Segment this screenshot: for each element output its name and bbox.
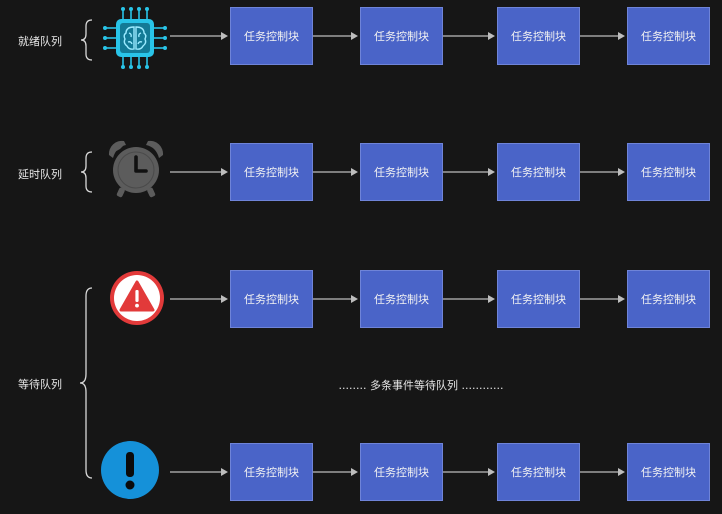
queue-arrow <box>170 168 228 176</box>
queue-arrow <box>443 468 495 476</box>
task-control-block: 任务控制块 <box>230 443 313 501</box>
task-control-block: 任务控制块 <box>360 143 443 201</box>
queue-arrow <box>313 295 358 303</box>
more-wait-queues-text: ........ 多条事件等待队列 ............ <box>338 379 504 392</box>
alarm-clock-icon <box>108 140 164 198</box>
queue-arrow <box>580 32 625 40</box>
queue-arrow <box>443 168 495 176</box>
task-control-block: 任务控制块 <box>497 143 580 201</box>
task-control-block: 任务控制块 <box>230 270 313 328</box>
queue-arrow <box>313 168 358 176</box>
queue-arrow <box>170 468 228 476</box>
task-control-block: 任务控制块 <box>497 443 580 501</box>
task-control-block: 任务控制块 <box>230 143 313 201</box>
task-control-block: 任务控制块 <box>360 443 443 501</box>
ready-queue-label: 就绪队列 <box>18 35 62 48</box>
exclamation-circle-icon <box>101 441 159 499</box>
queue-arrow <box>580 468 625 476</box>
wait-queue-label: 等待队列 <box>18 378 62 391</box>
task-control-block: 任务控制块 <box>627 443 710 501</box>
task-control-block: 任务控制块 <box>497 7 580 65</box>
queue-arrow <box>443 32 495 40</box>
queue-arrow <box>443 295 495 303</box>
delay-queue-label: 延时队列 <box>18 168 62 181</box>
warning-triangle-icon <box>110 271 164 325</box>
task-control-block: 任务控制块 <box>360 7 443 65</box>
task-control-block: 任务控制块 <box>627 7 710 65</box>
queue-arrow <box>313 468 358 476</box>
task-control-block: 任务控制块 <box>627 143 710 201</box>
task-control-block: 任务控制块 <box>627 270 710 328</box>
delay-queue-brace <box>80 151 93 193</box>
queue-arrow <box>170 295 228 303</box>
queue-arrow <box>580 295 625 303</box>
queue-arrow <box>313 32 358 40</box>
task-control-block: 任务控制块 <box>497 270 580 328</box>
queue-arrow <box>170 32 228 40</box>
cpu-chip-icon <box>103 7 167 69</box>
task-control-block: 任务控制块 <box>230 7 313 65</box>
wait-queue-brace <box>79 287 93 479</box>
task-control-block: 任务控制块 <box>360 270 443 328</box>
ready-queue-brace <box>80 19 93 61</box>
queue-arrow <box>580 168 625 176</box>
